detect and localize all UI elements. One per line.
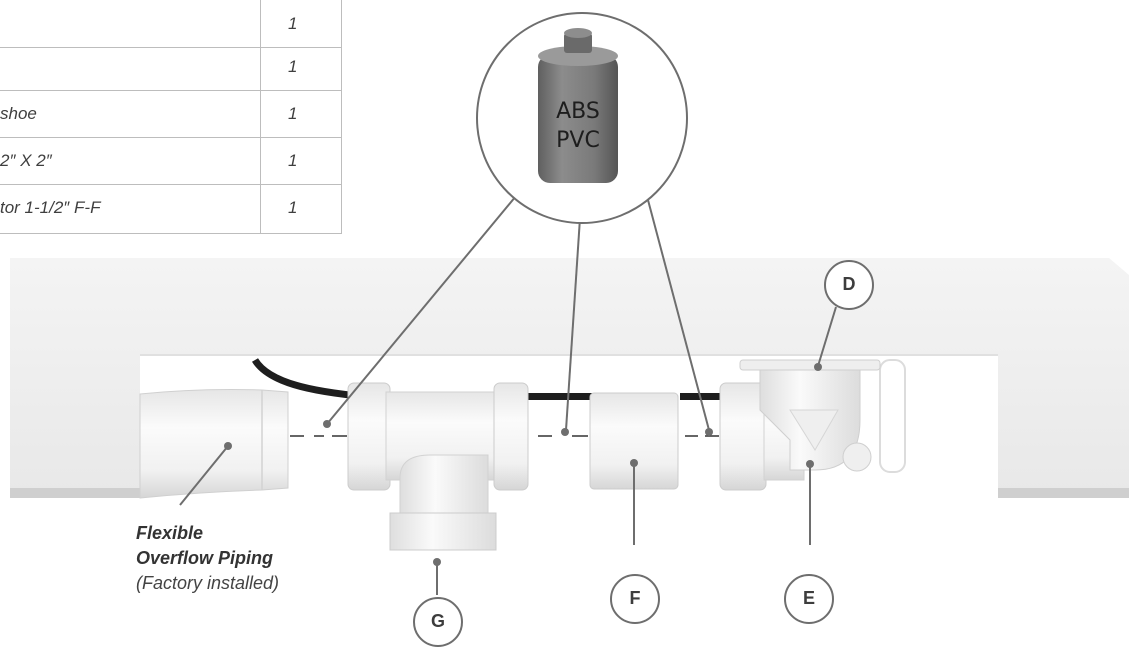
table-column-divider (260, 0, 261, 234)
can-label-line1: ABS (556, 99, 600, 124)
table-row: tor 1-1/2″ F-F 1 (0, 184, 341, 232)
leader-dot (806, 460, 814, 468)
flexible-overflow-pipe (139, 389, 289, 499)
table-row: 1 (0, 0, 341, 48)
part-description: 2″ X 2″ (0, 151, 52, 170)
caption-line-2: Overflow Piping (136, 548, 274, 568)
solvent-cement-magnifier: ABS PVC (476, 12, 688, 224)
solvent-leader-lines (326, 195, 710, 431)
tub-body (10, 258, 1129, 498)
table-row: 1 (0, 43, 341, 91)
leader-dot (433, 558, 441, 566)
joint-dot (705, 428, 713, 436)
callout-d-circle (824, 260, 874, 310)
table-row: shoe 1 (0, 90, 341, 138)
caption-line-1: Flexible (136, 523, 204, 543)
overflow-piping-caption: Flexible Overflow Piping (Factory instal… (136, 521, 279, 596)
table-row: 2″ X 2″ 1 (0, 137, 341, 185)
part-quantity: 1 (288, 104, 298, 123)
callout-g-label: G (430, 611, 445, 631)
overflow-leader-line (179, 445, 229, 506)
callout-e-label: E (802, 588, 815, 608)
callout-d-label: D (842, 274, 856, 294)
solvent-can-icon: ABS PVC (538, 28, 618, 183)
drain-elbow-assembly (719, 359, 906, 491)
leader-dot (630, 459, 638, 467)
part-description: tor 1-1/2″ F-F (0, 198, 101, 217)
joint-dot (323, 420, 331, 428)
leader-dot (224, 442, 232, 450)
part-quantity: 1 (288, 57, 298, 76)
part-description: shoe (0, 104, 37, 123)
callout-f-circle (610, 574, 660, 624)
tee-fitting (347, 382, 529, 551)
can-label-line2: PVC (556, 128, 600, 153)
callout-g-circle (413, 597, 463, 647)
part-quantity: 1 (288, 14, 298, 33)
callout-e-circle (784, 574, 834, 624)
parts-table: 1 1 shoe 1 2″ X 2″ 1 tor 1-1/2″ F-F 1 (0, 0, 342, 234)
black-tubing-segment (520, 393, 595, 400)
callout-f-label: F (629, 588, 641, 608)
joint-dot (561, 428, 569, 436)
callout-d-leader (817, 306, 837, 367)
part-quantity: 1 (288, 198, 298, 217)
leader-dot (814, 363, 822, 371)
caption-line-3: (Factory installed) (136, 573, 280, 593)
part-quantity: 1 (288, 151, 298, 170)
black-tubing-segment (680, 393, 725, 400)
